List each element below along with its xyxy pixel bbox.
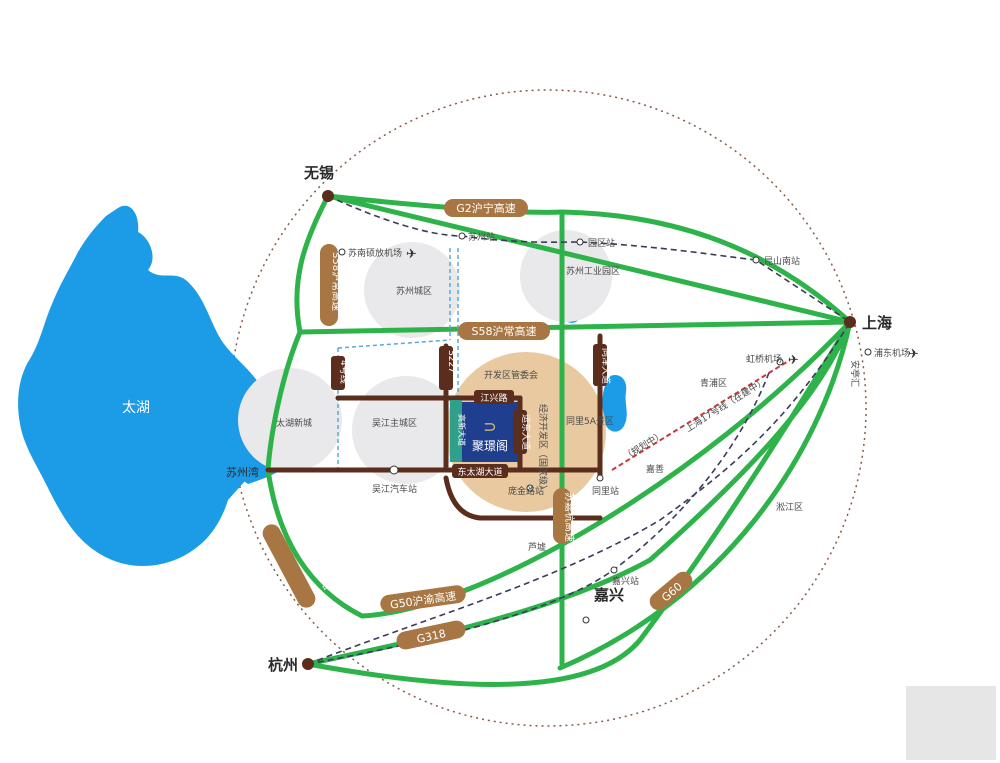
line17-route (611, 359, 791, 471)
label-dev-zone-committee: 开发区管委会 (484, 369, 538, 381)
station-yuanqu[interactable]: 园区站 (576, 237, 615, 249)
station-hongqiao[interactable]: 虹桥机场 ✈ (746, 353, 799, 368)
wuxi-marker[interactable] (322, 190, 334, 202)
svg-text:虹桥机场: 虹桥机场 (746, 353, 782, 365)
svg-text:江兴路: 江兴路 (480, 392, 507, 404)
label-anting: 安亭汇 (849, 360, 861, 387)
svg-text:同津大道: 同津大道 (600, 348, 612, 384)
range-circle (229, 89, 867, 727)
suzhou-bay-label: 苏州湾 (226, 465, 259, 479)
svg-text:昆山南站: 昆山南站 (764, 255, 800, 267)
station-jiashan[interactable]: 嘉兴站 (610, 566, 639, 587)
label-planning: （规划中） (621, 429, 666, 463)
svg-text:吴江汽车站: 吴江汽车站 (372, 483, 417, 495)
tongli-lake (602, 374, 627, 432)
hangzhou-label: 杭州 (268, 656, 298, 674)
svg-text:嘉兴站: 嘉兴站 (612, 575, 639, 587)
taihu-lake (18, 205, 269, 566)
badge-no4: 4号线 (331, 356, 350, 390)
svg-text:S58沪常高速: S58沪常高速 (330, 252, 343, 311)
label-songjiang: 淞江区 (776, 502, 803, 513)
bubble-suzhou-industrial (520, 230, 612, 322)
jiaxing-label: 嘉兴 (593, 586, 624, 604)
badge-tongjin: 同津大道 (593, 344, 612, 386)
svg-text:东太湖大道: 东太湖大道 (457, 466, 502, 478)
badge-s58-vertical: S58沪常高速 (320, 244, 343, 326)
svg-text:浦东机场: 浦东机场 (874, 347, 910, 359)
badge-s58: S58沪常高速 (458, 322, 550, 340)
project-logo-icon: ⊃ (483, 417, 496, 436)
svg-text:苏嘉杭高速: 苏嘉杭高速 (563, 492, 576, 542)
shanghai-marker[interactable] (844, 316, 856, 328)
label-taihu-new-city: 太湖新城 (276, 417, 312, 429)
wuxi-label: 无锡 (303, 164, 334, 182)
label-suzhou-city: 苏州城区 (396, 285, 432, 297)
badge-dongtaihu: 东太湖大道 (452, 464, 508, 478)
badge-sujiahang: 苏嘉杭高速 (553, 488, 576, 544)
project-name: 聚璟阁 (472, 439, 508, 453)
taihu-label: 太湖 (122, 400, 150, 416)
station-wujiang-bus[interactable]: 吴江汽车站 (372, 465, 417, 495)
svg-text:4号线: 4号线 (338, 360, 350, 384)
station-pudong[interactable]: 浦东机场 ✈ (864, 347, 919, 362)
badge-yundong: 运东大道 (513, 410, 532, 454)
station-tongli[interactable]: 同里站 (592, 474, 619, 497)
airplane-icon: ✈ (406, 247, 417, 262)
label-wujiang-main: 吴江主城区 (372, 417, 417, 429)
svg-text:S227: S227 (446, 350, 456, 373)
badge-s227: S227 (439, 346, 456, 390)
bubble-taihu-new-city (238, 368, 342, 472)
badge-g50: G50沪渝高速 (380, 585, 466, 613)
station-jiaxing-south[interactable] (582, 616, 590, 624)
label-suzhou-industrial: 苏州工业园区 (566, 265, 620, 277)
station-pangjin[interactable]: 庞金路站 (508, 484, 544, 497)
badge-jiangxing: 江兴路 (474, 390, 514, 404)
svg-text:同里站: 同里站 (592, 485, 619, 497)
station-sunan-airport[interactable]: 苏南硕放机场 ✈ (338, 247, 417, 262)
label-econ-dev-zone: 经济开发区（国家级） (537, 404, 549, 494)
label-qingpu: 青浦区 (700, 377, 727, 389)
station-suzhou[interactable]: 苏州站 (458, 231, 495, 243)
svg-text:运东大道: 运东大道 (520, 414, 532, 450)
airplane-icon-3: ✈ (908, 347, 919, 362)
svg-text:苏南硕放机场: 苏南硕放机场 (348, 247, 402, 259)
svg-text:G318: G318 (416, 627, 448, 646)
label-tongli: 同里5A景区 (566, 416, 614, 427)
bubble-suzhou-city (364, 242, 460, 338)
hangzhou-marker[interactable] (302, 658, 314, 670)
badge-g2: G2沪宁高速 (444, 199, 528, 217)
project-block (462, 402, 518, 462)
station-kunshan-south[interactable]: 昆山南站 (752, 255, 800, 267)
badge-gaoxin: 高新大道 (450, 410, 467, 454)
shanghai-label: 上海 (862, 314, 892, 332)
svg-text:G2沪宁高速: G2沪宁高速 (456, 201, 516, 215)
airplane-icon-2: ✈ (788, 353, 799, 368)
label-luxu: 芦墟 (528, 541, 546, 553)
svg-text:园区站: 园区站 (588, 237, 615, 249)
svg-text:庞金路站: 庞金路站 (508, 485, 544, 497)
svg-text:S58沪常高速: S58沪常高速 (472, 324, 537, 338)
bubble-wujiang-main (352, 376, 460, 484)
badge-g318: G318 (396, 620, 466, 650)
svg-text:苏州站: 苏州站 (468, 231, 495, 243)
svg-text:高新大道: 高新大道 (457, 414, 467, 446)
watermark-thumbnail (906, 686, 996, 760)
label-jiashan: 嘉善 (646, 463, 664, 475)
